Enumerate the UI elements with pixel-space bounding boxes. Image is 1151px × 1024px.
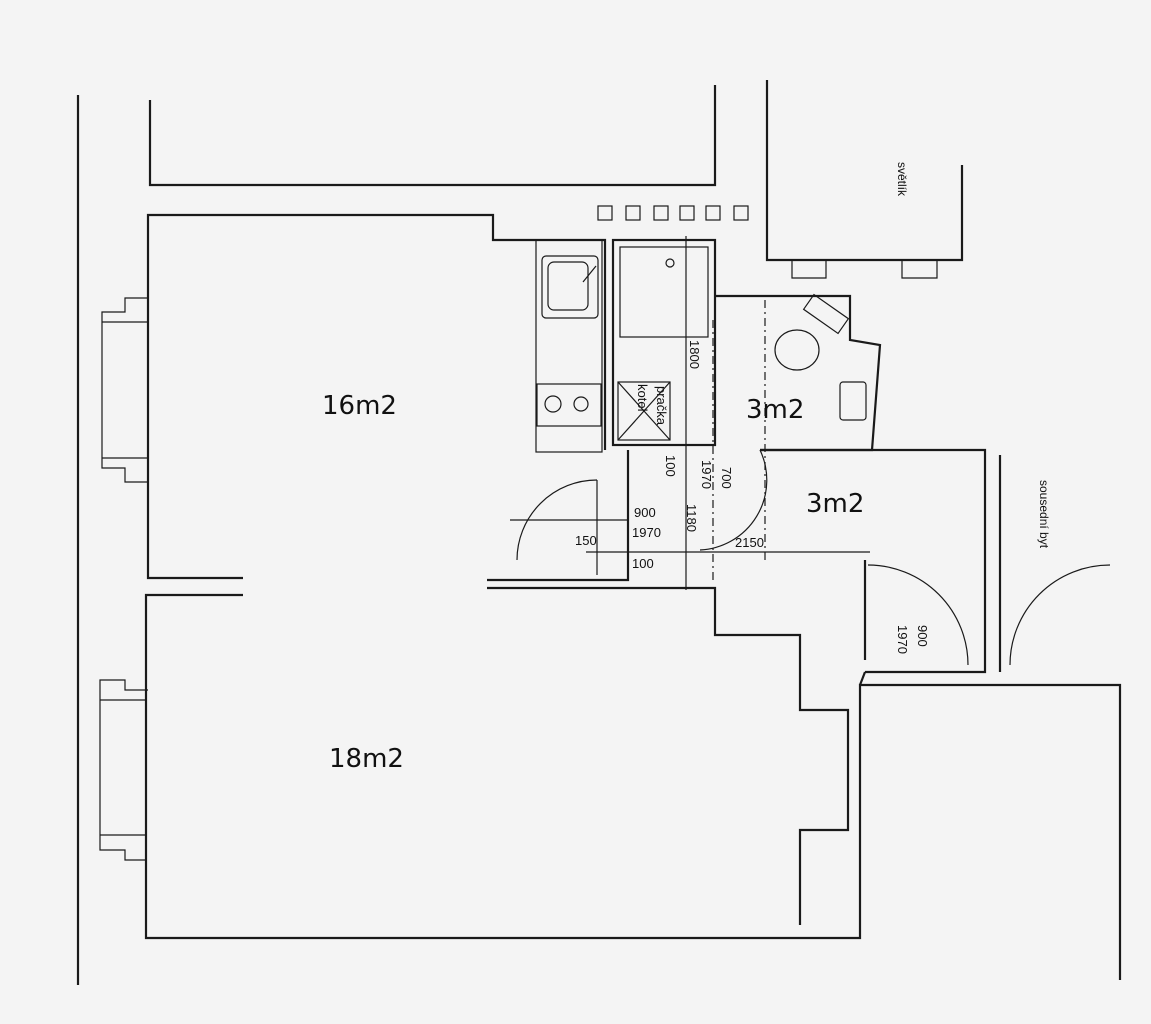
neighbor-flat-label: sousední byt — [1037, 480, 1051, 549]
shower-block — [611, 236, 717, 590]
bathroom-walls — [712, 293, 882, 580]
area-label-bathroom: 3m2 — [746, 395, 804, 425]
dim-1970-entry: 1970 — [895, 625, 910, 654]
dim-1180: 1180 — [684, 504, 699, 532]
dim-900-entry: 900 — [915, 625, 930, 647]
kitchen-counter — [535, 239, 603, 453]
dim-900: 900 — [634, 505, 656, 520]
area-label-bedroom: 18m2 — [329, 744, 404, 774]
dim-2150: 2150 — [735, 535, 764, 550]
washer-label: pračka — [654, 386, 669, 426]
vent-squares — [597, 205, 749, 221]
hallway-walls — [487, 448, 1111, 674]
dim-150: 150 — [575, 533, 597, 548]
dim-100: 100 — [663, 455, 678, 477]
bedroom-walls — [144, 593, 1122, 980]
area-label-hallway: 3m2 — [806, 489, 864, 519]
living-room-walls — [99, 213, 607, 861]
dim-1970: 1970 — [699, 460, 714, 489]
dim-1970-main: 1970 — [632, 525, 661, 540]
lightwell-label: světlík — [895, 162, 909, 197]
area-label-living: 16m2 — [322, 391, 397, 421]
boiler-label: kotel — [635, 384, 650, 412]
dim-700: 700 — [719, 467, 734, 489]
dim-1800: 1800 — [687, 340, 702, 369]
outer-walls — [76, 80, 964, 985]
dim-100-wall: 100 — [632, 556, 654, 571]
